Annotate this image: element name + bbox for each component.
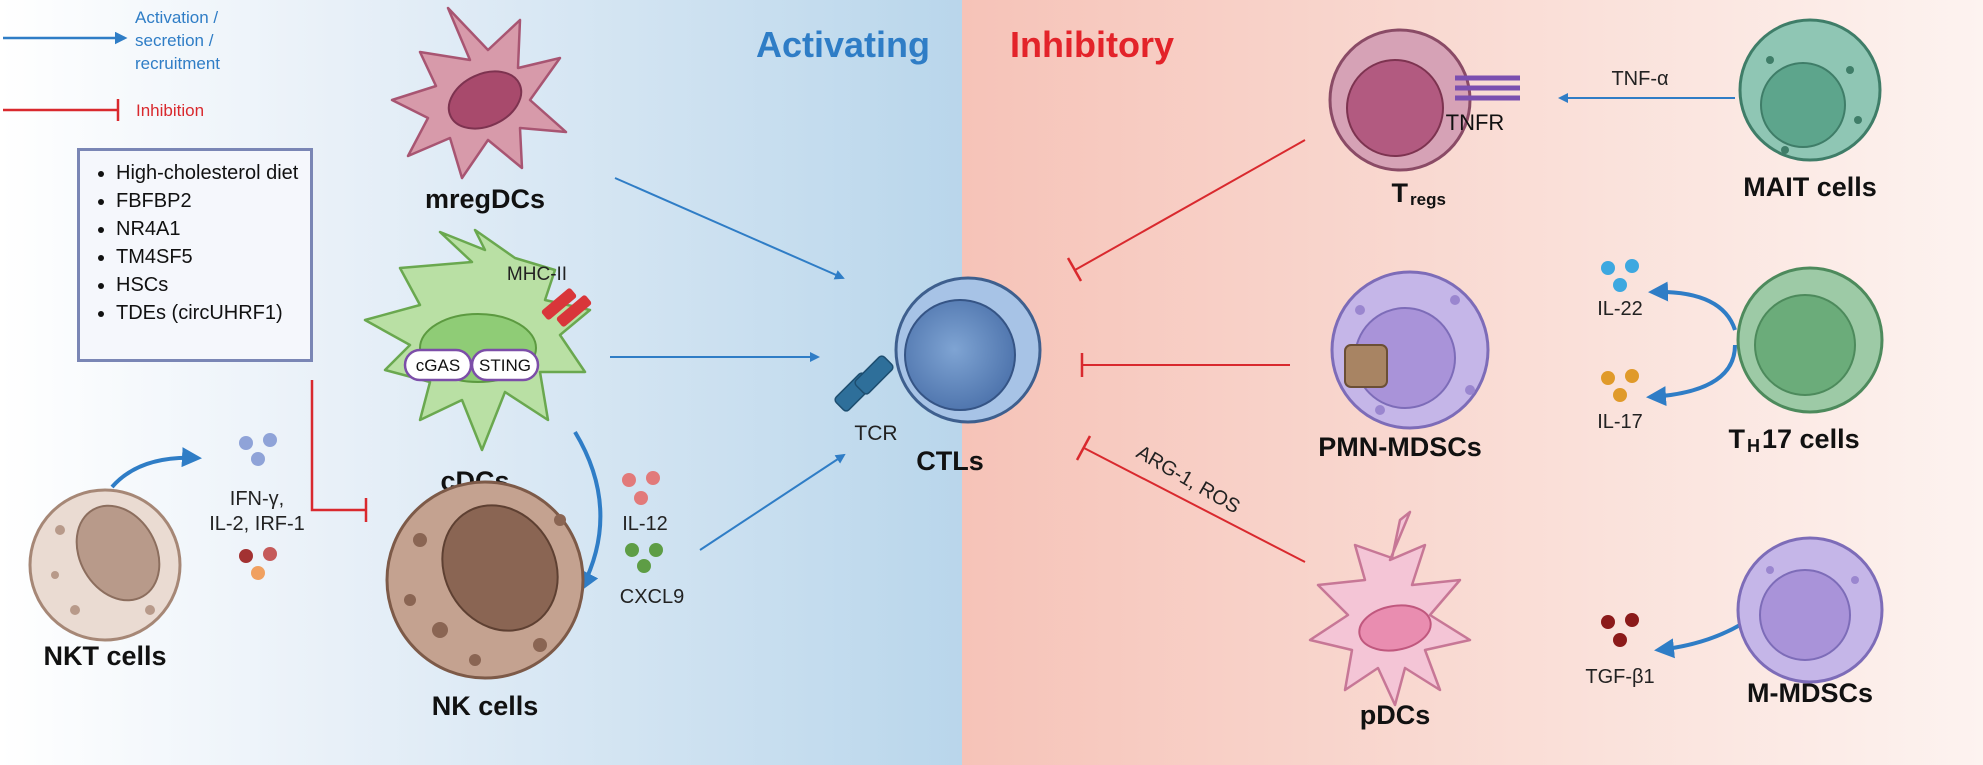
mhc-receptor-icon	[541, 288, 577, 320]
factor-item: High-cholesterol diet	[116, 159, 302, 187]
activating-title: Activating	[756, 24, 930, 65]
th17-label-rest: 17 cells	[1762, 424, 1860, 454]
tgfb-dots	[1601, 613, 1639, 647]
inhibit-factors-to-nk	[310, 380, 366, 512]
arrow-nk-to-ctl	[699, 453, 846, 551]
arrow-th17-to-il17	[1646, 344, 1737, 407]
legend-inhibition-label: Inhibition	[136, 101, 205, 120]
th17-label: T	[1729, 424, 1746, 454]
pdc-cell-icon	[1308, 510, 1472, 707]
nk-label: NK cells	[432, 691, 539, 721]
sting-label: STING	[479, 356, 531, 375]
tnfr-label: TNFR	[1446, 110, 1505, 135]
mait-label: MAIT cells	[1743, 172, 1877, 202]
il22-dots	[1601, 259, 1639, 292]
ifn-label-line1: IFN-γ,	[230, 488, 284, 510]
pmn-label: PMN-MDSCs	[1318, 432, 1482, 462]
arrow-mmdsc-to-tgfb	[1654, 623, 1741, 659]
th17-subscript: H	[1747, 436, 1760, 456]
arrow-mregdc-to-ctl	[614, 177, 845, 280]
nkt-cell-icon	[28, 488, 182, 642]
mait-cell-icon	[1738, 18, 1882, 162]
arrow-th17-to-il22	[1648, 281, 1737, 331]
inhibit-treg-to-ctl	[1074, 139, 1306, 271]
factor-item: TM4SF5	[116, 243, 302, 271]
mregdc-label: mregDCs	[425, 184, 545, 214]
il12-dots	[622, 471, 660, 505]
mmdsc-label: M-MDSCs	[1747, 678, 1873, 708]
treg-subscript: regs	[1410, 190, 1446, 209]
il17-label: IL-17	[1597, 411, 1643, 433]
il17-dots	[1601, 369, 1639, 402]
ctl-label: CTLs	[916, 446, 984, 476]
nkt-label: NKT cells	[43, 641, 166, 671]
il12-label: IL-12	[622, 513, 668, 535]
ifn-dots-lower	[239, 547, 277, 580]
cxcl9-label: CXCL9	[620, 586, 684, 608]
factor-item: HSCs	[116, 271, 302, 299]
nk-cell-icon	[385, 480, 585, 680]
treg-label: T	[1392, 178, 1409, 208]
arrow-cdc-to-nk	[573, 430, 603, 592]
tgfb-label: TGF-β1	[1585, 666, 1654, 688]
treg-cell-icon	[1328, 28, 1520, 172]
inhibitory-title: Inhibitory	[1010, 24, 1174, 65]
ctl-cell-icon	[834, 276, 1042, 424]
sting-badge	[470, 348, 540, 382]
factor-box: High-cholesterol diet FBFBP2 NR4A1 TM4SF…	[77, 148, 313, 362]
factor-item: NR4A1	[116, 215, 302, 243]
tnfr-receptor-icon	[1455, 75, 1520, 101]
mhc-label: MHC-II	[507, 264, 567, 285]
factor-item: FBFBP2	[116, 187, 302, 215]
th17-cell-icon	[1736, 266, 1884, 414]
transporter-icon	[1344, 344, 1388, 388]
tnfa-label: TNF-α	[1611, 68, 1668, 90]
legend-activation-label: Activation / secretion / recruitment	[135, 8, 221, 73]
inhibit-pdc-to-ctl	[1083, 447, 1306, 563]
pdc-label: pDCs	[1360, 700, 1431, 730]
cdc-cell-icon	[363, 228, 592, 452]
cxcl9-dots	[625, 543, 663, 573]
arrow-nkt-to-cytokines	[110, 447, 202, 489]
cgas-label: cGAS	[416, 356, 460, 375]
mregdc-cell-icon	[390, 6, 568, 180]
m-mdsc-cell-icon	[1736, 536, 1884, 684]
ifn-label-line2: IL-2, IRF-1	[209, 513, 305, 535]
factor-list: High-cholesterol diet FBFBP2 NR4A1 TM4SF…	[86, 159, 302, 327]
tcr-label: TCR	[854, 422, 897, 445]
factor-item: TDEs (circUHRF1)	[116, 299, 302, 327]
il22-label: IL-22	[1597, 298, 1643, 320]
ifn-dots	[239, 433, 277, 466]
pmn-mdsc-cell-icon	[1330, 270, 1490, 430]
